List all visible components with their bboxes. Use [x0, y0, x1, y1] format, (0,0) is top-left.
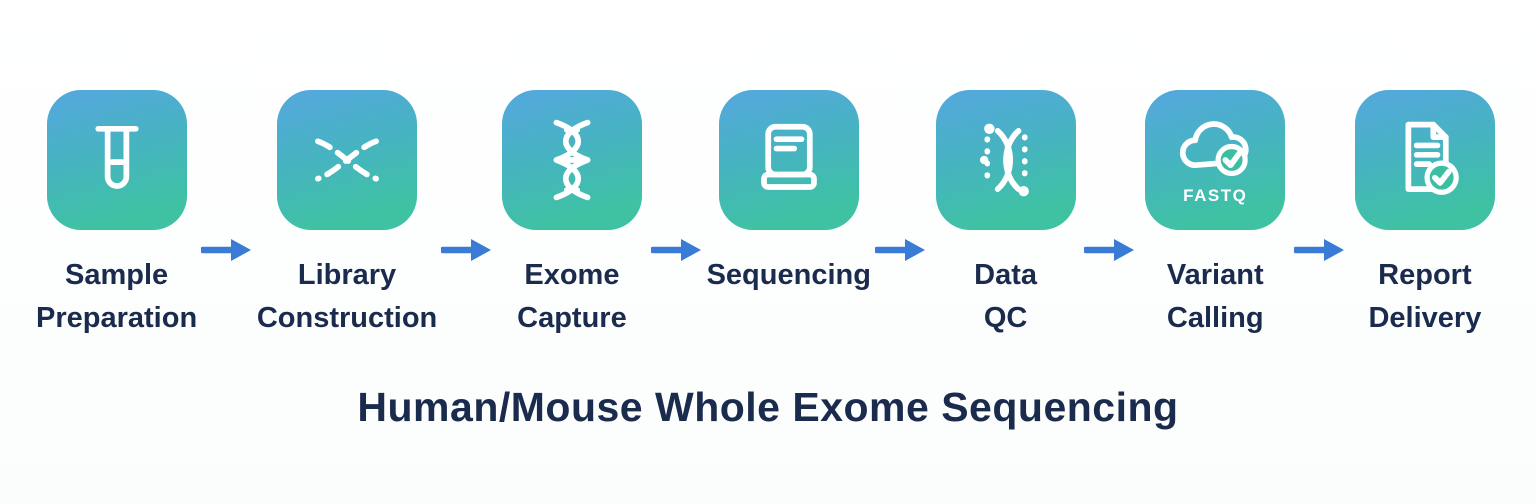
diagram-title: Human/Mouse Whole Exome Sequencing: [357, 383, 1179, 430]
step-library-construction: Library Construction: [257, 90, 437, 340]
fastq-label: FASTQ: [1183, 186, 1248, 205]
data-flow-icon: [935, 90, 1076, 230]
cloud-check-icon: FASTQ: [1145, 90, 1286, 230]
arrow-right-icon: [650, 239, 701, 261]
step-sample-preparation: Sample Preparation: [36, 90, 197, 340]
step-data-qc: Data QC: [931, 90, 1081, 340]
dna-helix-icon: [501, 90, 642, 230]
step-variant-calling: FASTQ Variant Calling: [1140, 90, 1290, 340]
arrow-right-icon: [201, 239, 251, 261]
workflow-steps-row: Sample Preparation Library Construction: [36, 90, 1500, 340]
arrow-right-icon: [1084, 239, 1135, 261]
arrow-right-icon: [874, 239, 925, 261]
dna-fragments-icon: [277, 90, 418, 230]
step-label: Data QC: [974, 259, 1038, 334]
step-label: Sequencing: [706, 259, 871, 291]
arrow-right-icon: [441, 239, 492, 261]
test-tube-icon: [46, 90, 187, 230]
step-label: Library Construction: [256, 259, 438, 334]
document-check-icon: [1354, 90, 1495, 230]
step-report-delivery: Report Delivery: [1350, 90, 1500, 340]
arrow-right-icon: [1294, 239, 1345, 261]
step-label: Exome Capture: [517, 259, 627, 334]
step-label: Sample Preparation: [36, 259, 198, 334]
sequencer-icon: [718, 90, 859, 230]
step-exome-capture: Exome Capture: [497, 90, 647, 340]
step-label: Report Delivery: [1368, 259, 1482, 334]
step-sequencing: Sequencing: [707, 90, 871, 297]
step-label: Variant Calling: [1166, 259, 1264, 334]
